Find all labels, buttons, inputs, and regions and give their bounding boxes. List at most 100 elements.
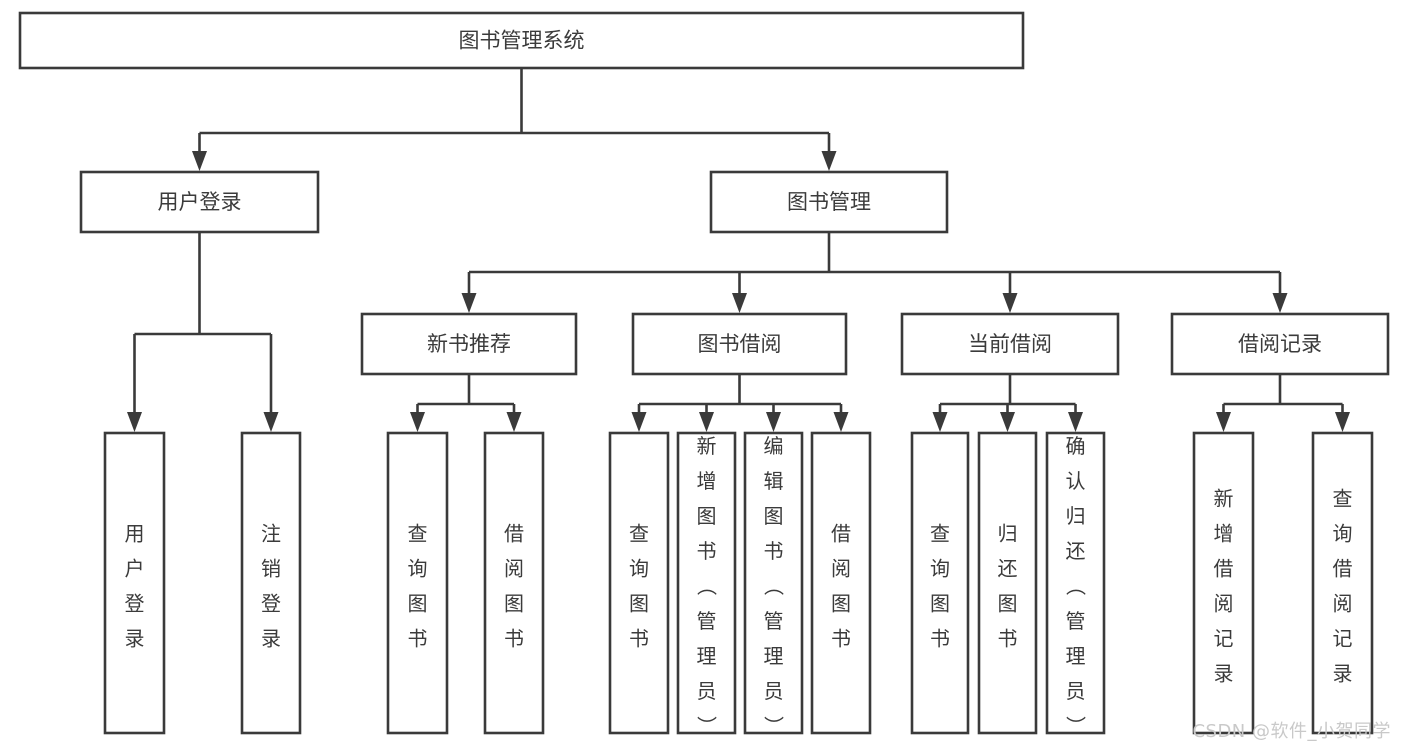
svg-text:注: 注 (261, 521, 281, 545)
arrowhead-icon (732, 293, 747, 313)
svg-text:图: 图 (764, 504, 784, 528)
node-user-login[interactable]: 用户登录 (79, 170, 320, 234)
svg-text:书: 书 (930, 626, 950, 650)
arrowhead-icon (410, 412, 425, 432)
svg-text:还: 还 (998, 556, 1018, 580)
node-box[interactable] (1170, 312, 1390, 376)
svg-text:书: 书 (998, 626, 1018, 650)
node-box[interactable] (18, 11, 1025, 70)
svg-text:理: 理 (697, 644, 717, 668)
svg-text:管: 管 (1066, 609, 1086, 633)
node-box[interactable] (360, 312, 578, 376)
node-label: 当前借阅 (968, 332, 1052, 356)
node-box[interactable] (103, 431, 166, 735)
svg-text:查: 查 (930, 521, 950, 545)
svg-text:管: 管 (697, 609, 717, 633)
node-box[interactable] (977, 431, 1038, 735)
svg-text:书: 书 (697, 539, 717, 563)
arrowhead-icon (699, 412, 714, 432)
svg-text:员: 员 (764, 679, 784, 703)
node-box[interactable] (1311, 431, 1374, 735)
node-box[interactable] (743, 431, 804, 735)
svg-text:还: 还 (1066, 539, 1086, 563)
svg-text:阅: 阅 (1214, 591, 1234, 615)
svg-text:确: 确 (1066, 434, 1086, 458)
svg-text:录: 录 (1333, 661, 1353, 685)
node-box[interactable] (608, 431, 670, 735)
svg-text:理: 理 (1066, 644, 1086, 668)
node-layer: 图书管理系统用户登录图书管理新书推荐图书借阅当前借阅借阅记录用户登录注销登录查询… (18, 11, 1390, 736)
svg-text:编: 编 (764, 434, 784, 458)
svg-text:书: 书 (629, 626, 649, 650)
node-leaf-user-login[interactable]: 用户登录 (103, 431, 166, 735)
arrowhead-icon (1068, 412, 1083, 432)
arrowhead-icon (263, 412, 279, 432)
svg-text:录: 录 (125, 626, 145, 650)
svg-text:借: 借 (1214, 556, 1234, 580)
svg-text:录: 录 (1214, 661, 1234, 685)
svg-text:户: 户 (125, 556, 145, 580)
svg-text:询: 询 (629, 556, 649, 580)
node-box[interactable] (910, 431, 970, 735)
svg-text:员: 员 (697, 679, 717, 703)
node-label: 图书管理 (787, 190, 871, 214)
node-borrow-record[interactable]: 借阅记录 (1170, 312, 1390, 376)
node-new-book-rec[interactable]: 新书推荐 (360, 312, 578, 376)
node-box[interactable] (386, 431, 449, 735)
node-box[interactable] (483, 431, 545, 735)
node-box[interactable] (1192, 431, 1255, 735)
svg-text:借: 借 (504, 521, 524, 545)
node-root[interactable]: 图书管理系统 (18, 11, 1025, 70)
arrowhead-icon (833, 412, 849, 432)
edge-group-borrow-record (1216, 374, 1350, 432)
node-box[interactable] (709, 170, 949, 234)
node-box[interactable] (79, 170, 320, 234)
node-box[interactable] (631, 312, 848, 376)
node-label: 借阅记录 (1238, 332, 1322, 356)
node-book-manage[interactable]: 图书管理 (709, 170, 949, 234)
node-box[interactable] (900, 312, 1120, 376)
svg-text:增: 增 (697, 469, 717, 493)
node-current-borrow[interactable]: 当前借阅 (900, 312, 1120, 376)
svg-text:书: 书 (408, 626, 428, 650)
svg-text:新: 新 (697, 434, 717, 458)
svg-text:记: 记 (1214, 626, 1234, 650)
arrowhead-icon (631, 412, 647, 432)
node-book-borrow[interactable]: 图书借阅 (631, 312, 848, 376)
svg-text:图: 图 (697, 504, 717, 528)
arrowhead-icon (1272, 293, 1288, 313)
svg-text:归: 归 (1066, 504, 1086, 528)
node-box[interactable] (676, 431, 737, 735)
svg-text:借: 借 (831, 521, 851, 545)
node-box[interactable] (810, 431, 872, 735)
node-box[interactable] (240, 431, 302, 735)
svg-text:辑: 辑 (764, 469, 784, 493)
arrowhead-icon (821, 151, 837, 171)
svg-text:）: ） (1064, 716, 1088, 736)
svg-text:新: 新 (1214, 486, 1234, 510)
svg-text:）: ） (762, 716, 786, 736)
svg-text:）: ） (695, 716, 719, 736)
svg-text:员: 员 (1066, 679, 1086, 703)
node-box[interactable] (1045, 431, 1106, 735)
svg-text:书: 书 (764, 539, 784, 563)
